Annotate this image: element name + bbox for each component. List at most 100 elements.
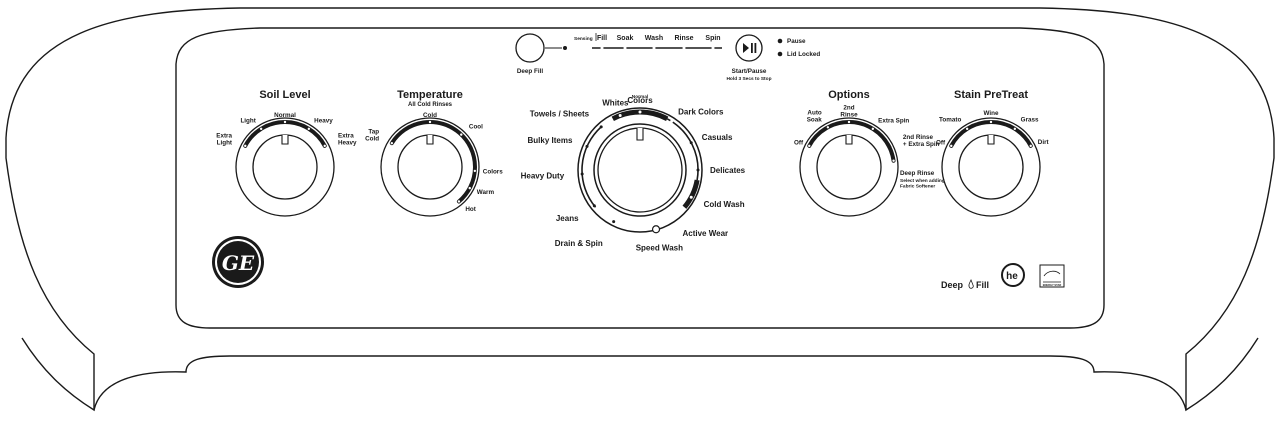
svg-text:GE: GE (222, 251, 255, 275)
soil-level-option-light: Light (240, 117, 256, 124)
cycle-option-delicates: Delicates (710, 166, 746, 175)
status-stage-rinse: Rinse (674, 35, 693, 42)
status-stage-spin: Spin (705, 35, 720, 42)
control-panel-outline (175, 27, 1105, 329)
soil-level-position-dot (307, 127, 311, 131)
temperature-option-colors: Colors (483, 169, 503, 176)
temperature-option-cool: Cool (469, 124, 483, 131)
temperature-option-hot: Hot (465, 206, 476, 213)
cycle-option-normal-sub: Normal (632, 94, 649, 100)
cycle-pointer (636, 128, 644, 141)
cycle-position-dot (638, 110, 642, 114)
options-position-dot (892, 159, 895, 162)
options-option-extra-spin: Extra Spin (878, 117, 909, 124)
stain-pretreat-title: Stain PreTreat (954, 89, 1028, 101)
stain-pretreat-position-dot (1029, 144, 1032, 148)
pause-indicator-light (777, 38, 783, 44)
options-option-2nd-rinse-extra-spin: 2nd Rinse+ Extra Spin (903, 134, 940, 148)
cycle-position-dot (599, 125, 603, 129)
stain-pretreat-pointer (987, 135, 995, 145)
cycle-position-dot (618, 113, 622, 117)
cycle-position-dot (592, 204, 596, 208)
cycle-position-dot (612, 220, 616, 224)
temperature-position-dot (390, 141, 394, 145)
start-pause-label: Start/Pause (732, 68, 767, 75)
stain-pretreat-position-dot (965, 127, 969, 131)
cycle-option-casuals: Casuals (702, 133, 733, 142)
soil-level-dial (252, 134, 318, 200)
temperature-pointer (426, 135, 434, 145)
ge-logo: GE (212, 236, 264, 288)
start-pause-sub: Hold 3 Secs to Stop (726, 76, 771, 82)
start-pause-button[interactable] (735, 34, 763, 62)
temperature-position-dot (428, 120, 432, 124)
temperature-option-cold: Cold (423, 112, 437, 119)
console-outline-left (5, 138, 95, 412)
cycle-position-dot (585, 144, 589, 148)
cycle-option-whites: Whites (602, 98, 629, 107)
stain-pretreat-option-wine: Wine (984, 110, 999, 117)
status-stage-wash: Wash (645, 35, 663, 42)
water-drop-icon (968, 279, 974, 289)
stain-pretreat-dial (958, 134, 1024, 200)
stain-pretreat-option-off: Off (936, 140, 946, 147)
options-option-off: Off (794, 140, 804, 147)
temperature-dial (397, 134, 463, 200)
cycle-position-dot (696, 168, 700, 172)
lid-locked-indicator-light (777, 51, 783, 57)
stain-pretreat-position-dot (950, 144, 953, 148)
cycle-option-jeans: Jeans (556, 214, 579, 223)
svg-text:Fill: Fill (976, 280, 989, 290)
soil-level-position-dot (259, 127, 263, 131)
temperature-position-dot (460, 133, 463, 136)
options-title: Options (828, 89, 870, 101)
console-lip (93, 355, 1187, 411)
options-position-dot (826, 126, 830, 129)
stain-pretreat-position-dot (1013, 127, 1017, 131)
svg-text:ENERGY STAR: ENERGY STAR (1043, 283, 1062, 287)
deep-fill-button[interactable] (515, 33, 545, 63)
cycle-option-active-wear: Active Wear (682, 229, 728, 238)
soil-level-option-heavy: Heavy (314, 117, 333, 124)
soil-level-position-dot (244, 144, 247, 148)
temperature-title: Temperature (397, 89, 463, 101)
options-dial (816, 134, 882, 200)
temperature-position-dot (457, 200, 461, 203)
status-bar: Sensing Fill Soak Wash Rinse Spin (574, 33, 722, 50)
soil-level-position-dot (283, 120, 287, 124)
status-stage-soak: Soak (617, 35, 634, 42)
stain-pretreat-position-dot (989, 120, 993, 124)
deep-fill-badge: Deep Fill (941, 279, 989, 290)
deep-fill-label: Deep Fill (517, 68, 543, 75)
cycle-position-dot (689, 195, 693, 199)
lid-locked-indicator-label: Lid Locked (787, 51, 820, 58)
cycle-option-dark-colors: Dark Colors (678, 107, 724, 116)
svg-text:he: he (1006, 271, 1018, 282)
stain-pretreat-option-tomato: Tomato (939, 117, 961, 124)
cycle-option-drain-spin: Drain & Spin (555, 239, 603, 248)
temperature-position-dot (468, 186, 471, 190)
cycle-option-cold-wash: Cold Wash (704, 200, 745, 209)
cycle-option-speed-wash: Speed Wash (636, 244, 683, 253)
cycle-dial (597, 127, 683, 213)
cycle-option-heavy-duty: Heavy Duty (521, 171, 565, 180)
play-pause-icon (743, 43, 757, 53)
soil-level-pointer (281, 135, 289, 145)
cycle-arc-right (682, 179, 700, 209)
options-pointer (845, 135, 853, 145)
options-position-dot (847, 120, 851, 124)
he-logo: he (1001, 263, 1025, 287)
svg-text:Deep: Deep (941, 280, 964, 290)
cycle-position-dot (689, 141, 693, 145)
